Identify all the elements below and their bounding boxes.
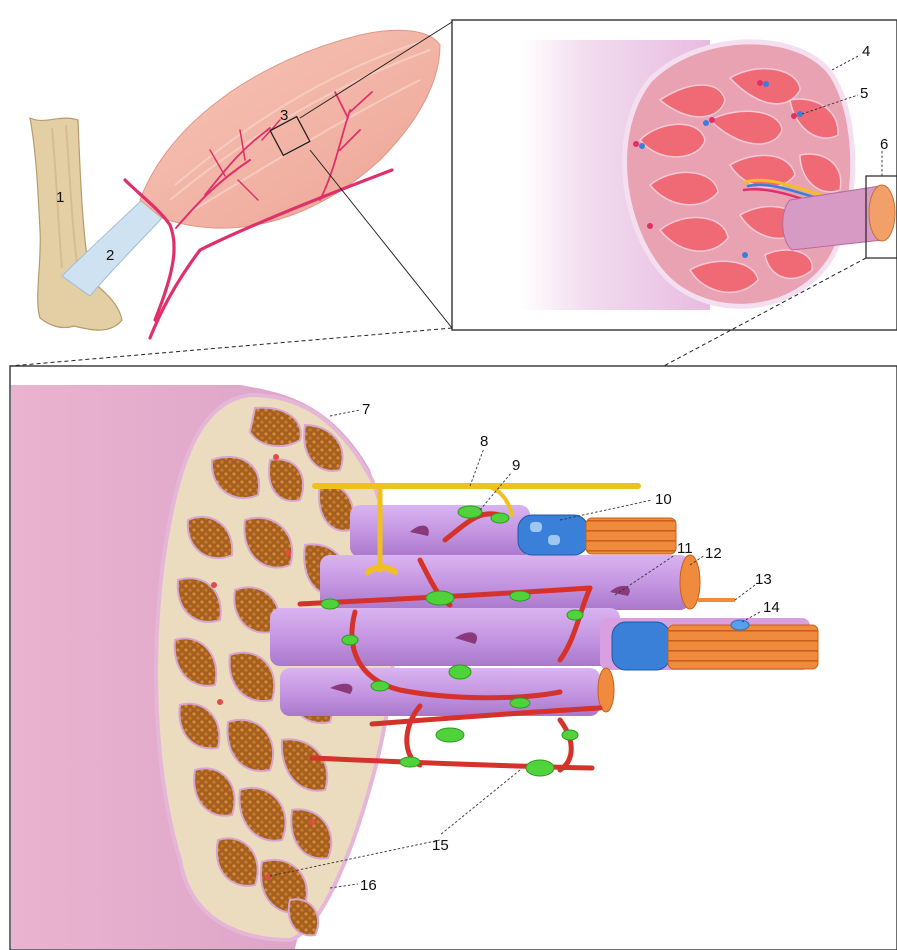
detailed-fascicle-panel xyxy=(10,366,897,950)
label-4: 4 xyxy=(862,43,870,60)
label-3: 3 xyxy=(280,107,288,124)
label-11: 11 xyxy=(677,540,693,557)
zoom-line-top-2 xyxy=(310,150,452,328)
myofibril-bundle-upper xyxy=(518,515,676,555)
label-16: 16 xyxy=(360,877,377,894)
sarcoplasmic-reticulum-lower xyxy=(612,622,670,670)
label-1: 1 xyxy=(56,189,64,206)
label-10: 10 xyxy=(655,491,672,508)
label-13: 13 xyxy=(755,571,772,588)
label-15: 15 xyxy=(432,837,449,854)
myofibrils-upper xyxy=(586,518,676,554)
label-2: 2 xyxy=(106,247,114,264)
myonucleus xyxy=(731,620,749,630)
label-7: 7 xyxy=(362,401,370,418)
label-6: 6 xyxy=(880,136,888,153)
label-8: 8 xyxy=(480,433,488,450)
muscle-belly xyxy=(140,30,440,228)
myofibril-bundle-lower xyxy=(612,620,818,670)
myofibrils-lower xyxy=(668,625,818,669)
label-12: 12 xyxy=(705,545,722,562)
fiber-end-12 xyxy=(680,555,700,609)
fascicle-end xyxy=(869,185,895,241)
fiber-end-small xyxy=(598,668,614,712)
bone xyxy=(30,118,122,330)
label-5: 5 xyxy=(860,85,868,102)
label-9: 9 xyxy=(512,457,520,474)
whole-muscle-illustration xyxy=(30,30,440,338)
label-14: 14 xyxy=(763,599,780,616)
zoom-line-bottom-1 xyxy=(10,328,452,366)
fascicle-cross-section-panel xyxy=(452,20,897,330)
